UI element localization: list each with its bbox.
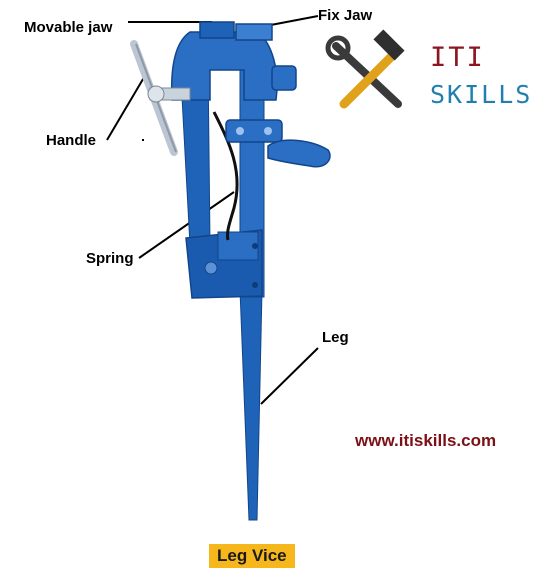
leader-handle bbox=[106, 73, 147, 141]
mounting-plate bbox=[267, 139, 331, 168]
logo-line-iti: ITI bbox=[430, 42, 485, 73]
logo-line-skills: SKILLS bbox=[430, 80, 533, 109]
label-fix-jaw: Fix Jaw bbox=[318, 7, 373, 24]
leader-spring bbox=[138, 191, 235, 259]
bolt bbox=[204, 261, 218, 275]
screw-collar bbox=[271, 65, 297, 91]
label-movable-jaw: Movable jaw bbox=[24, 19, 113, 36]
leader-lines bbox=[106, 15, 319, 405]
rivet bbox=[252, 243, 258, 249]
vice-leg bbox=[239, 289, 263, 521]
bracket-plate bbox=[217, 231, 259, 261]
leg-vice bbox=[130, 21, 331, 521]
hinge-pin bbox=[264, 127, 272, 135]
website-url: www.itiskills.com bbox=[355, 431, 497, 450]
fixed-jaw bbox=[235, 23, 273, 41]
vice-top-body bbox=[170, 31, 278, 101]
spring bbox=[212, 111, 239, 241]
hammer-wrench-icon bbox=[325, 29, 405, 109]
movable-jaw bbox=[199, 21, 235, 39]
label-leg: Leg bbox=[322, 329, 349, 346]
leader-leg bbox=[260, 347, 319, 405]
label-spring: Spring bbox=[86, 250, 134, 267]
rivet bbox=[252, 282, 258, 288]
hinge-pin bbox=[236, 127, 244, 135]
caption-badge: Leg Vice bbox=[209, 544, 295, 568]
stray-dot bbox=[142, 139, 144, 141]
hinge-block bbox=[225, 119, 283, 143]
screw-head bbox=[147, 85, 165, 103]
label-handle: Handle bbox=[46, 132, 97, 149]
